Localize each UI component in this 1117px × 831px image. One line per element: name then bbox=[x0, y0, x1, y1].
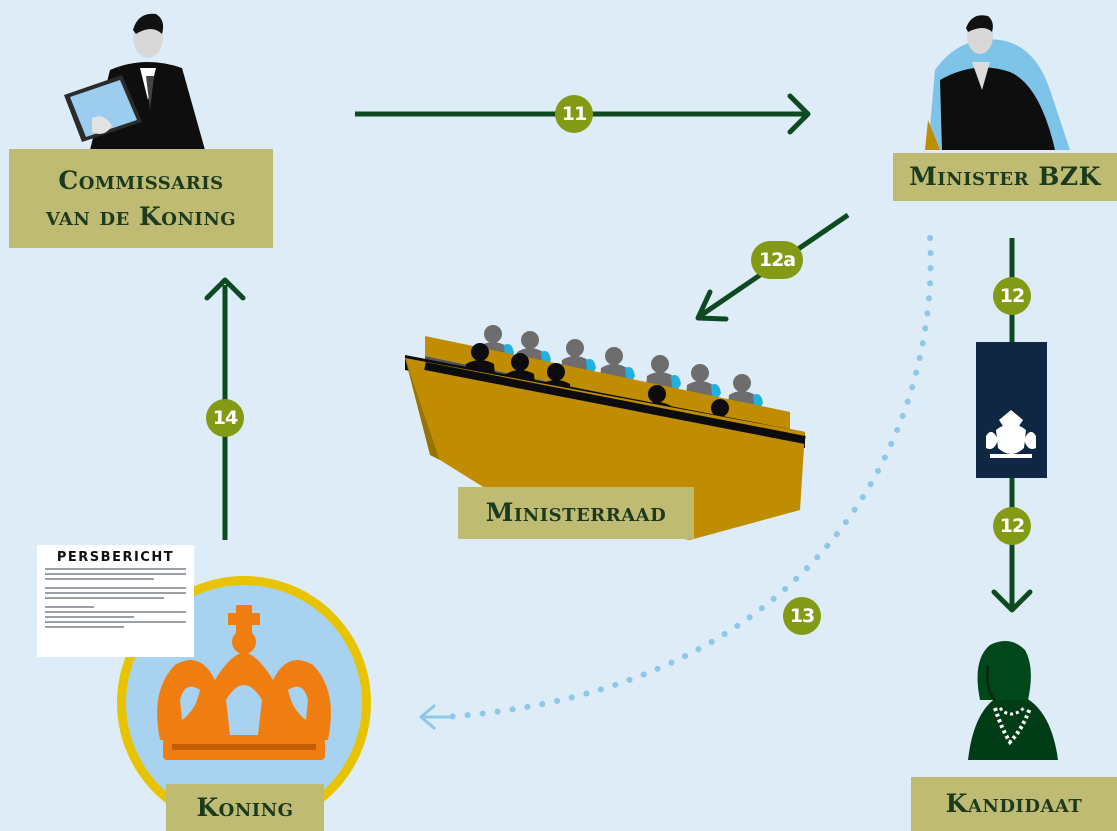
ministerraad-label: Ministerraad bbox=[458, 487, 694, 539]
text-line bbox=[45, 587, 186, 589]
commissaris-label-line2: van de Koning bbox=[45, 201, 237, 231]
step-badge-14: 14 bbox=[206, 399, 244, 437]
text-line bbox=[45, 592, 186, 594]
commissaris-label-line1: Commissaris bbox=[58, 165, 224, 195]
text-line bbox=[45, 568, 186, 570]
arrow-13-dotted bbox=[419, 235, 934, 730]
crown-icon bbox=[117, 576, 371, 830]
press-release-document: PERSBERICHT bbox=[37, 545, 194, 657]
step-badge-13: 13 bbox=[783, 597, 821, 635]
text-line bbox=[45, 573, 186, 575]
text-line bbox=[45, 621, 186, 623]
text-line bbox=[45, 611, 186, 613]
man-with-book-icon bbox=[64, 13, 205, 150]
step-badge-12a: 12a bbox=[751, 241, 803, 279]
step-badge-11: 11 bbox=[555, 95, 593, 133]
minister-label: Minister BZK bbox=[893, 153, 1117, 201]
commissaris-label: Commissaris van de Koning bbox=[9, 149, 273, 248]
koning-label: Koning bbox=[166, 784, 324, 831]
kandidaat-label-text: Kandidaat bbox=[945, 789, 1083, 818]
kandidaat-label: Kandidaat bbox=[911, 777, 1117, 831]
press-release-title: PERSBERICHT bbox=[56, 550, 175, 565]
cabinet-table-icon bbox=[405, 325, 806, 540]
royal-coat-of-arms-icon bbox=[976, 342, 1047, 478]
minister-label-text: Minister BZK bbox=[909, 162, 1101, 191]
woman-with-pearls-icon bbox=[968, 641, 1058, 760]
man-in-chair-icon bbox=[925, 15, 1070, 150]
step-badge-12-bottom: 12 bbox=[993, 507, 1031, 545]
text-line bbox=[45, 606, 94, 608]
text-line bbox=[45, 597, 164, 599]
text-line bbox=[45, 626, 124, 628]
step-badge-12-top: 12 bbox=[993, 277, 1031, 315]
ministerraad-label-text: Ministerraad bbox=[485, 498, 667, 527]
text-line bbox=[45, 578, 154, 580]
koning-label-text: Koning bbox=[196, 792, 294, 822]
text-line bbox=[45, 616, 134, 618]
